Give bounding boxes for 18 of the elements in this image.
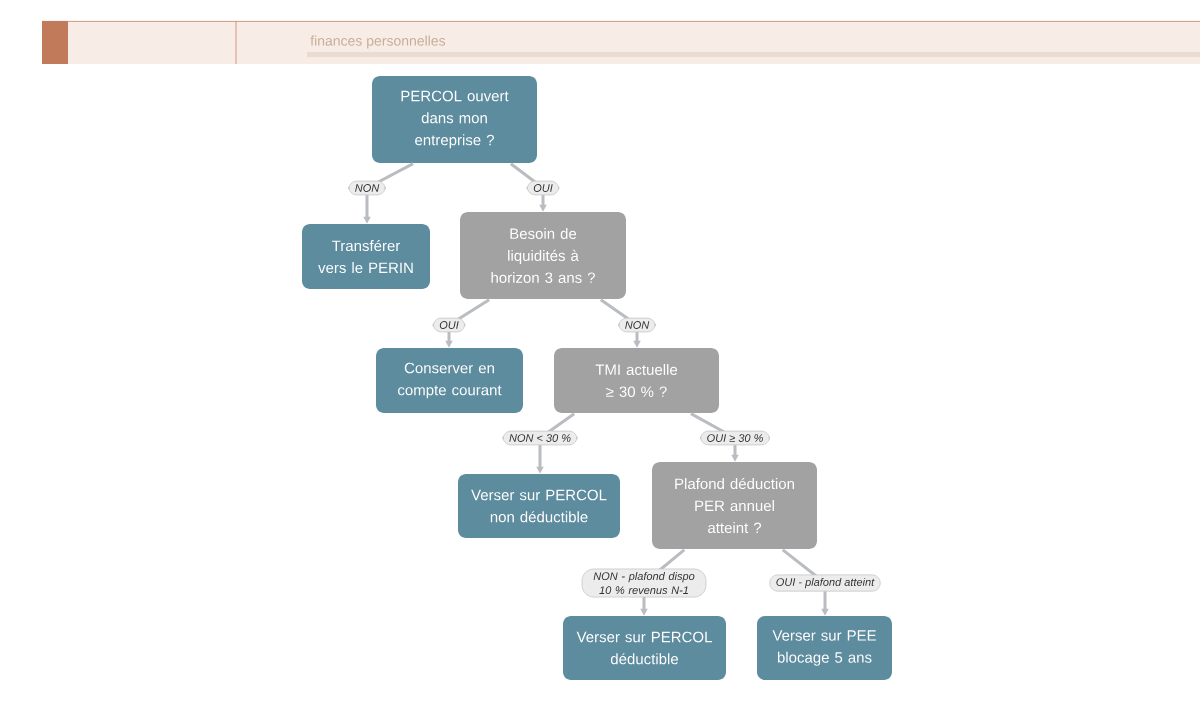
edge-label: NON	[618, 317, 656, 333]
edge-label: NON	[348, 180, 386, 196]
action-box: Transférer vers le PERIN	[302, 224, 430, 289]
action-box: Verser sur PEE blocage 5 ans	[757, 616, 892, 680]
question-box: PERCOL ouvert dans mon entreprise ?	[372, 76, 537, 163]
action-box: Verser sur PERCOL non déductible	[458, 474, 620, 538]
section-label: finances personnelles	[310, 35, 446, 49]
action-box: Verser sur PERCOL déductible	[563, 616, 726, 680]
question-box: Besoin de liquidités à horizon 3 ans ?	[460, 212, 626, 299]
edge-label: NON - plafond dispo 10 % revenus N-1	[581, 568, 707, 598]
edge-label: NON < 30 %	[502, 430, 578, 446]
question-box: Plafond déduction PER annuel atteint ?	[652, 462, 817, 549]
edge-label: OUI - plafond atteint	[769, 574, 881, 592]
edge-label: OUI ≥ 30 %	[700, 430, 770, 446]
edge-label: OUI	[432, 317, 466, 333]
edge-label: OUI	[526, 180, 560, 196]
question-box: TMI actuelle ≥ 30 % ?	[554, 348, 719, 413]
action-box: Conserver en compte courant	[376, 348, 523, 413]
